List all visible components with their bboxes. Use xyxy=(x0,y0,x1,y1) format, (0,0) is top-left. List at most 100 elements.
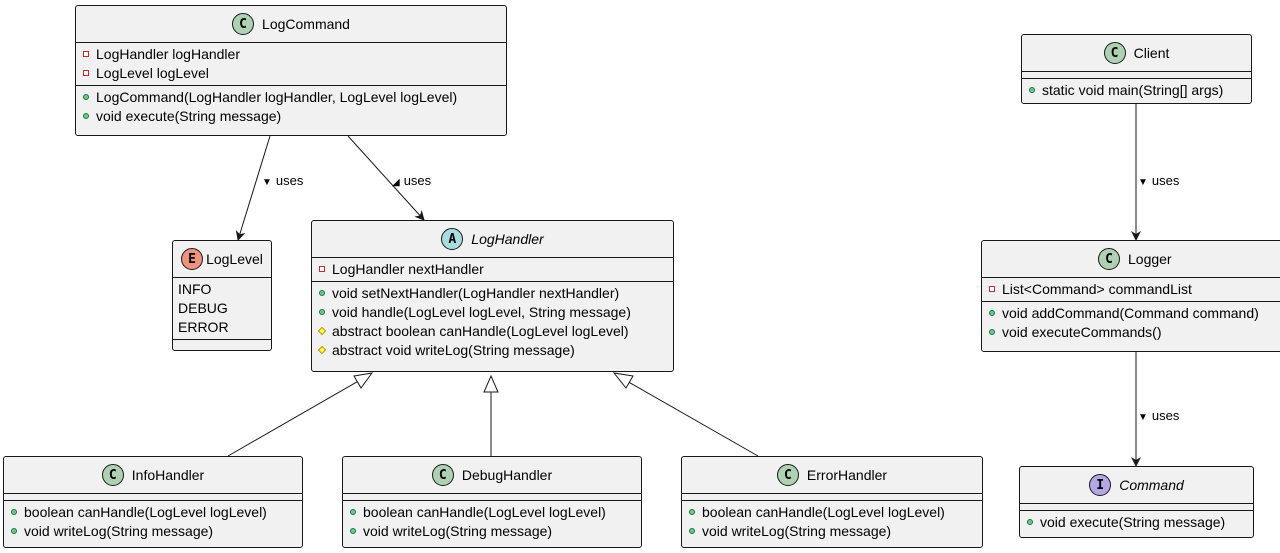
public-method-icon xyxy=(350,509,356,516)
method-row: static void main(String[] args) xyxy=(1022,81,1251,100)
interface-i-icon: I xyxy=(1089,474,1112,496)
methods-section: boolean canHandle(LogLevel logLevel) voi… xyxy=(343,501,641,543)
methods-section: boolean canHandle(LogLevel logLevel) voi… xyxy=(4,501,302,543)
direction-triangle-icon: ▼ xyxy=(1138,412,1148,423)
class-client[interactable]: C Client static void main(String[] args) xyxy=(1021,34,1252,104)
edge-infohandler-loghandler xyxy=(227,378,363,457)
field-row: LogHandler logHandler xyxy=(76,45,506,64)
method-row: void executeCommands() xyxy=(982,323,1280,342)
class-name: Command xyxy=(1119,477,1184,493)
fields-section: LogHandler logHandler LogLevel logLevel xyxy=(76,43,506,86)
method-row: void writeLog(String message) xyxy=(682,522,982,541)
field-row: List<Command> commandList xyxy=(982,280,1280,299)
class-loghandler[interactable]: A LogHandler LogHandler nextHandler void… xyxy=(311,220,674,372)
class-name: LogCommand xyxy=(262,16,350,32)
class-c-icon: C xyxy=(431,464,454,486)
public-method-icon xyxy=(989,310,995,317)
fields-section xyxy=(4,494,302,501)
method-row: boolean canHandle(LogLevel logLevel) xyxy=(4,503,302,522)
direction-triangle-icon: ▼ xyxy=(262,177,272,188)
methods-section: void setNextHandler(LogHandler nextHandl… xyxy=(312,282,673,362)
class-c-icon: C xyxy=(1098,248,1120,270)
class-errorhandler[interactable]: C ErrorHandler boolean canHandle(LogLeve… xyxy=(681,456,983,548)
methods-section: void execute(String message) xyxy=(1020,511,1253,534)
class-name: ErrorHandler xyxy=(806,467,888,483)
enum-loglevel[interactable]: E LogLevel INFO DEBUG ERROR xyxy=(172,240,272,351)
method-row: void addCommand(Command command) xyxy=(982,304,1280,323)
class-c-icon: C xyxy=(232,13,255,35)
class-name: DebugHandler xyxy=(461,467,553,483)
edge-logcommand-loglevel xyxy=(235,135,271,241)
public-method-icon xyxy=(1027,519,1033,526)
public-method-icon xyxy=(83,94,89,101)
private-field-icon xyxy=(989,286,995,293)
public-method-icon xyxy=(1029,87,1035,94)
public-method-icon xyxy=(689,509,695,516)
class-name: LogLevel xyxy=(206,251,263,267)
class-infohandler[interactable]: C InfoHandler boolean canHandle(LogLevel… xyxy=(3,456,303,548)
public-method-icon xyxy=(11,528,17,535)
class-name: Logger xyxy=(1128,251,1172,267)
class-logcommand[interactable]: C LogCommand LogHandler logHandler LogLe… xyxy=(75,5,507,136)
method-row: void execute(String message) xyxy=(1020,513,1253,532)
class-header: C ErrorHandler xyxy=(682,457,982,494)
private-field-icon xyxy=(319,266,325,273)
direction-triangle-icon: ▼ xyxy=(1138,177,1148,188)
class-header: C Client xyxy=(1022,35,1251,72)
fields-section: LogHandler nextHandler xyxy=(312,258,673,282)
abstract-a-icon: A xyxy=(441,228,464,250)
class-debughandler[interactable]: C DebugHandler boolean canHandle(LogLeve… xyxy=(342,456,642,548)
protected-method-icon xyxy=(317,346,327,355)
public-method-icon xyxy=(989,329,995,336)
class-name: Client xyxy=(1133,45,1170,61)
method-row: boolean canHandle(LogLevel logLevel) xyxy=(682,503,982,522)
method-row: void execute(String message) xyxy=(76,107,506,126)
uses-label-logcommand-loghandler: ◢uses xyxy=(392,173,432,189)
class-header: C DebugHandler xyxy=(343,457,641,494)
field-row: LogLevel logLevel xyxy=(76,64,506,83)
method-row: abstract void writeLog(String message) xyxy=(312,341,673,360)
fields-section: List<Command> commandList xyxy=(982,278,1280,302)
public-method-icon xyxy=(83,113,89,120)
enum-value: DEBUG xyxy=(178,300,228,316)
method-row: boolean canHandle(LogLevel logLevel) xyxy=(343,503,641,522)
generalization-arrow-error xyxy=(612,372,634,389)
method-row: void writeLog(String message) xyxy=(4,522,302,541)
methods-section: void addCommand(Command command) void ex… xyxy=(982,302,1280,344)
interface-command[interactable]: I Command void execute(String message) xyxy=(1019,466,1254,538)
class-name: LogHandler xyxy=(471,231,544,247)
public-method-icon xyxy=(11,509,17,516)
uses-label-client-logger: ▼uses xyxy=(1138,173,1180,189)
class-name: InfoHandler xyxy=(131,467,205,483)
public-method-icon xyxy=(689,528,695,535)
enum-value: INFO xyxy=(178,281,212,297)
private-field-icon xyxy=(83,51,89,58)
fields-section xyxy=(682,494,982,501)
generalization-arrow-info xyxy=(353,372,374,389)
fields-section xyxy=(343,494,641,501)
class-header: E LogLevel xyxy=(173,241,271,278)
direction-triangle-icon: ◢ xyxy=(392,177,400,188)
method-row: void setNextHandler(LogHandler nextHandl… xyxy=(312,284,673,303)
edge-logcommand-loghandler xyxy=(347,135,425,221)
method-row: void handle(LogLevel logLevel, String me… xyxy=(312,303,673,322)
class-header: A LogHandler xyxy=(312,221,673,258)
class-header: C InfoHandler xyxy=(4,457,302,494)
generalization-arrow-debug xyxy=(483,374,499,393)
private-field-icon xyxy=(83,70,89,77)
class-logger[interactable]: C Logger List<Command> commandList void … xyxy=(981,240,1280,352)
enum-value: ERROR xyxy=(178,319,229,335)
class-header: C Logger xyxy=(982,241,1280,278)
enum-values-section: INFO DEBUG ERROR xyxy=(173,278,271,340)
methods-section: LogCommand(LogHandler logHandler, LogLev… xyxy=(76,86,506,128)
method-row: abstract boolean canHandle(LogLevel logL… xyxy=(312,322,673,341)
class-c-icon: C xyxy=(1103,42,1126,64)
public-method-icon xyxy=(319,290,325,297)
uses-label-logcommand-loglevel: ▼uses xyxy=(262,173,304,189)
method-row: void writeLog(String message) xyxy=(343,522,641,541)
fields-section xyxy=(1022,72,1251,79)
enum-e-icon: E xyxy=(181,248,204,270)
edge-errorhandler-loghandler xyxy=(624,379,759,457)
fields-section xyxy=(1020,504,1253,511)
